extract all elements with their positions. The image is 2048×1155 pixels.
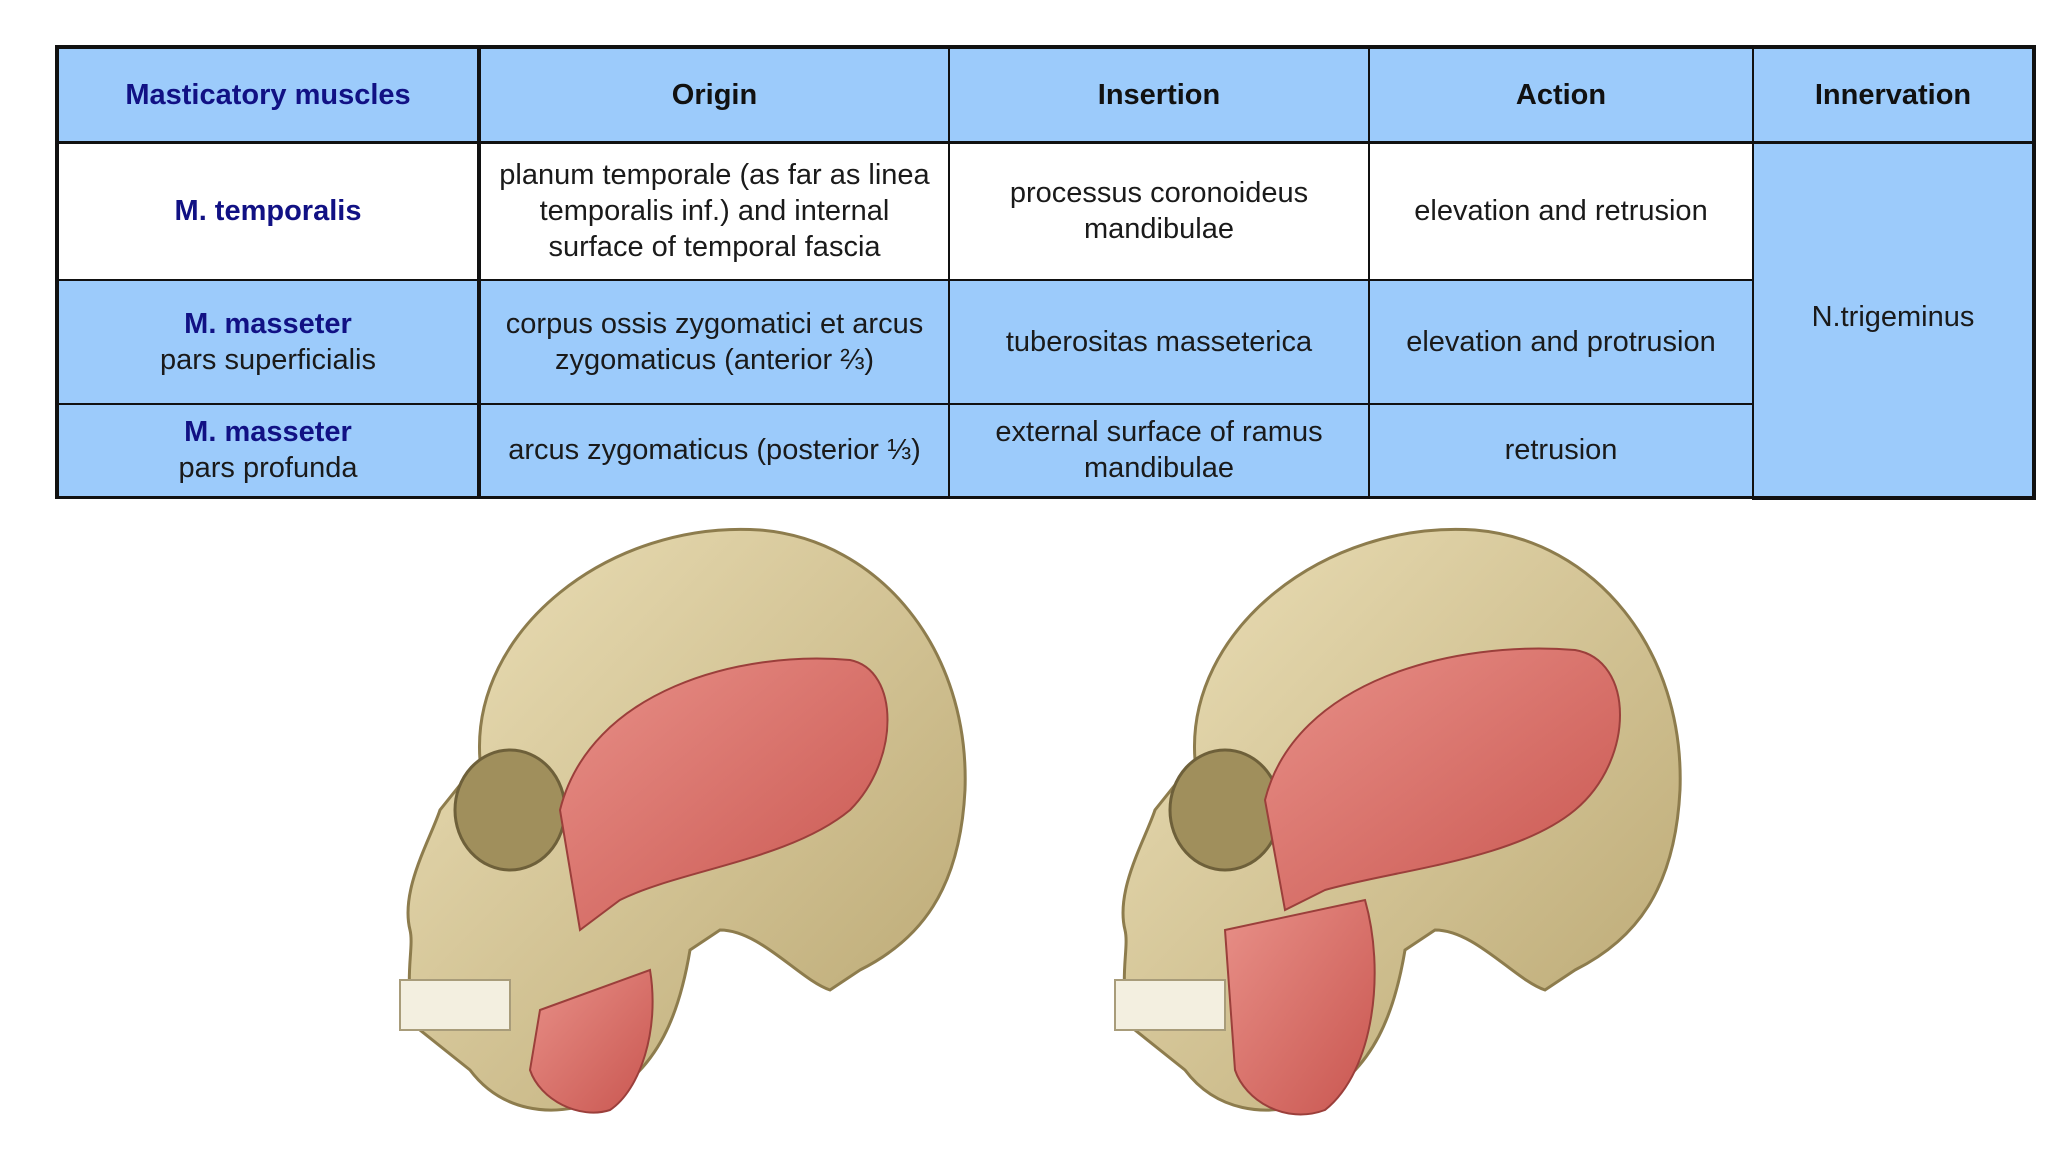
orbit [1168, 748, 1282, 872]
table-row: M. masseter pars profunda arcus zygomati… [55, 402, 2034, 499]
teeth [1114, 979, 1226, 1031]
skull-illustration-deep-masseter [360, 510, 980, 1150]
origin-cell: planum temporale (as far as linea tempor… [477, 141, 950, 281]
header-action: Action [1368, 45, 1754, 144]
skull-illustration-superficial-masseter [1075, 510, 1695, 1150]
muscle-cell: M. temporalis [55, 141, 480, 281]
action-cell: elevation and protrusion [1368, 278, 1754, 405]
innervation-cell: N.trigeminus [1752, 141, 2036, 500]
muscle-name: M. masseter [184, 416, 352, 449]
insertion-cell: processus coronoideus mandibulae [948, 141, 1370, 281]
skull-drawing [1114, 527, 1682, 1116]
temporalis-muscle [1263, 647, 1621, 912]
action-cell: elevation and retrusion [1368, 141, 1754, 281]
action-cell: retrusion [1368, 402, 1754, 499]
masseter-superficial-muscle [1223, 898, 1376, 1116]
header-innervation: Innervation [1752, 45, 2036, 144]
teeth [399, 979, 511, 1031]
masticatory-muscles-table: Masticatory muscles Origin Insertion Act… [55, 45, 2036, 500]
skull-drawing [399, 527, 967, 1114]
table-row: M. masseter pars superficialis corpus os… [55, 278, 2034, 405]
muscle-cell: M. masseter pars profunda [55, 402, 480, 499]
temporalis-muscle [558, 657, 889, 932]
muscle-name: M. temporalis [174, 195, 362, 228]
insertion-cell: external surface of ramus mandibulae [948, 402, 1370, 499]
table-header-row: Masticatory muscles Origin Insertion Act… [55, 45, 2036, 144]
insertion-cell: tuberositas masseterica [948, 278, 1370, 405]
muscle-part: pars profunda [178, 452, 358, 485]
header-insertion: Insertion [948, 45, 1370, 144]
header-origin: Origin [477, 45, 950, 144]
origin-cell: corpus ossis zygomatici et arcus zygomat… [477, 278, 950, 405]
muscle-cell: M. masseter pars superficialis [55, 278, 480, 405]
innervation-value: N.trigeminus [1811, 301, 1975, 333]
header-masticatory-muscles: Masticatory muscles [55, 45, 480, 144]
muscle-part: pars superficialis [160, 343, 376, 376]
muscle-name: M. masseter [184, 307, 352, 340]
table-row: M. temporalis planum temporale (as far a… [55, 141, 2036, 500]
orbit [453, 748, 567, 872]
masseter-deep-muscle [528, 968, 654, 1114]
origin-cell: arcus zygomaticus (posterior ⅓) [477, 402, 950, 499]
